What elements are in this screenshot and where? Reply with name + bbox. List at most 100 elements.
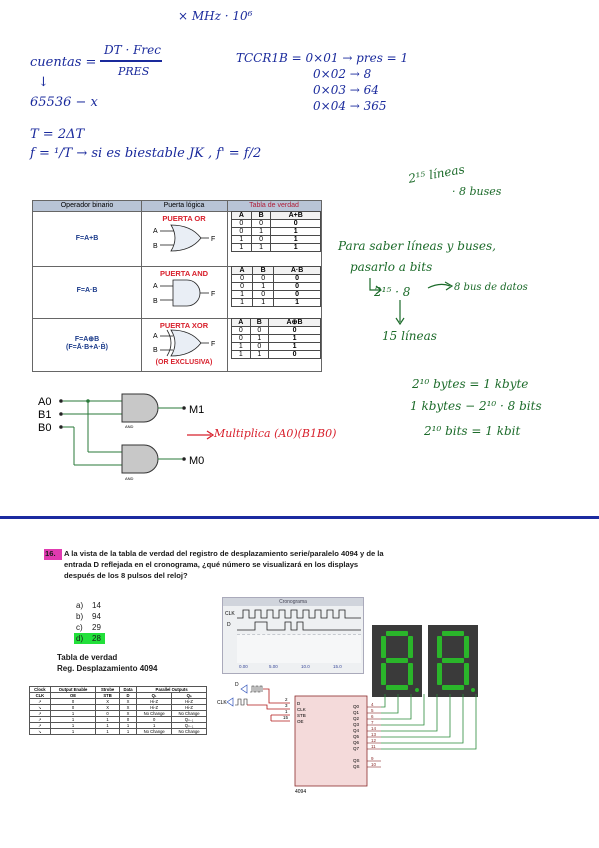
- output-m1: M1: [189, 404, 204, 416]
- svg-text:1: 1: [285, 709, 288, 714]
- gate-xor-label-2: (OR EXCLUSIVA): [155, 359, 213, 366]
- option-b-value: 94: [92, 612, 101, 621]
- cuentas-denominator: PRES: [118, 65, 150, 78]
- op-or: F=A+B: [75, 235, 99, 242]
- lines-note: 2¹⁵ líneas: [407, 162, 466, 186]
- register-title-2: Reg. Desplazamiento 4094: [57, 664, 158, 673]
- pin-d: D: [297, 701, 301, 706]
- mhz-note: × MHz · 10⁶: [178, 9, 253, 23]
- col-b: B: [250, 211, 272, 220]
- gate-pin-a: A: [153, 228, 158, 235]
- time-label-1: 5.00: [269, 664, 278, 669]
- pin-qs-9: QS: [353, 764, 360, 769]
- time-label-3: 15.0: [333, 664, 342, 669]
- gate-and-label: PUERTA AND: [159, 269, 209, 278]
- pin-q1-1: Q1: [353, 710, 360, 715]
- col-f: A⊕B: [268, 318, 321, 327]
- gate-xor-label: PUERTA XOR: [159, 321, 209, 330]
- bus-wire-0: [381, 694, 386, 708]
- bus-wire-5: [381, 694, 451, 738]
- logic-table-header: [33, 201, 321, 212]
- option-c-key: c): [76, 623, 83, 632]
- svg-text:13: 13: [371, 732, 377, 737]
- header-gate: Puerta lógica: [163, 202, 205, 209]
- saber-line-3: 2¹⁵ · 8: [374, 285, 411, 299]
- question-text-1: A la vista de la tabla de verdad del reg…: [64, 549, 384, 558]
- gate-pin-f: F: [211, 236, 215, 243]
- svg-text:4: 4: [371, 702, 374, 707]
- tccr-line-2: 0×02 → 8: [313, 67, 372, 81]
- svg-text:15: 15: [283, 715, 289, 720]
- saber-line-2: pasarlo a bits: [350, 260, 433, 274]
- time-label-2: 10.0: [301, 664, 310, 669]
- d-source-label: D: [235, 682, 239, 688]
- header-operator: Operador binario: [60, 202, 114, 209]
- and-gate-icon: A B F: [153, 279, 215, 307]
- pin-clk: CLK: [297, 707, 306, 712]
- register-title-1: Tabla de verdad: [57, 653, 118, 662]
- bus-wire-4: [381, 694, 438, 732]
- col-a: A: [231, 318, 251, 327]
- col-a: A: [230, 266, 254, 275]
- bus-wire-2: [381, 694, 412, 720]
- option-c-value: 29: [92, 623, 101, 632]
- xor-gate-icon: A B F: [153, 329, 215, 357]
- svg-text:5: 5: [371, 708, 374, 713]
- svg-text:9: 9: [371, 756, 374, 761]
- pin-qs-8: QS: [353, 758, 360, 763]
- input-b1: B1: [38, 409, 51, 421]
- fraction-bar: [100, 60, 162, 62]
- pin-q3-3: Q3: [353, 722, 360, 727]
- gate-pin-b: B: [153, 243, 158, 250]
- cuentas-label: cuentas =: [30, 55, 97, 70]
- svg-text:3: 3: [285, 703, 288, 708]
- count-expression: 65536 − x: [30, 95, 98, 110]
- pin-stb: STB: [297, 713, 306, 718]
- pin-q6-6: Q6: [353, 740, 360, 745]
- chip-name: 4094: [295, 789, 306, 795]
- svg-text:7: 7: [371, 720, 374, 725]
- col-b: B: [249, 318, 270, 327]
- tccr-line-4: 0×04 → 365: [313, 99, 387, 113]
- kb-line-1: 2¹⁰ bytes = 1 kbyte: [412, 377, 529, 391]
- clk-channel-label: CLK: [225, 611, 235, 617]
- gate-pin-f: F: [211, 341, 215, 348]
- pin-q5-5: Q5: [353, 734, 360, 739]
- seven-segment-displays: [372, 625, 478, 697]
- pin-q2-2: Q2: [353, 716, 360, 721]
- gate-1-label: AND: [125, 424, 134, 429]
- correct-answer-highlight: [74, 633, 105, 644]
- svg-text:10: 10: [371, 762, 377, 767]
- output-m0: M0: [189, 455, 204, 467]
- col-f: A·B: [273, 266, 321, 275]
- option-d-key: d): [76, 634, 84, 643]
- svg-text:11: 11: [371, 744, 376, 749]
- pin-q0-0: Q0: [353, 704, 360, 709]
- saber-lineas: 15 líneas: [382, 329, 437, 343]
- kb-line-2: 1 kbytes − 2¹⁰ · 8 bits: [410, 399, 542, 413]
- svg-text:2: 2: [285, 697, 288, 702]
- bus-wire-7: [381, 694, 477, 750]
- input-a0: A0: [38, 396, 51, 408]
- period-line: T = 2ΔT: [30, 127, 85, 142]
- freq-line: f = ¹/T → si es biestable JK , f' = f/2: [30, 146, 262, 161]
- svg-text:6: 6: [371, 714, 374, 719]
- saber-arrow-icon: [369, 278, 454, 326]
- col-f: A+B: [270, 211, 321, 220]
- col-b: B: [252, 266, 275, 275]
- buses-note: · 8 buses: [452, 185, 502, 198]
- down-arrow: ↓: [38, 75, 49, 90]
- option-a-key: a): [76, 601, 84, 610]
- pin-q7-7: Q7: [353, 746, 360, 751]
- kb-line-3: 2¹⁰ bits = 1 kbit: [424, 424, 521, 438]
- register-truth-table: Clock Output Enable Strobe Data Parallel…: [29, 686, 207, 735]
- tccr-line-1: TCCR1B = 0×01 → pres = 1: [236, 51, 409, 65]
- multiplier-circuit: A0 B1 B0 AND M1 AND M0: [38, 393, 204, 481]
- input-b0: B0: [38, 422, 51, 434]
- saber-bus: 8 bus de datos: [454, 282, 528, 293]
- op-xor-expanded: (F=Ā·B+A·B̄): [66, 344, 108, 351]
- gate-pin-a: A: [153, 283, 158, 290]
